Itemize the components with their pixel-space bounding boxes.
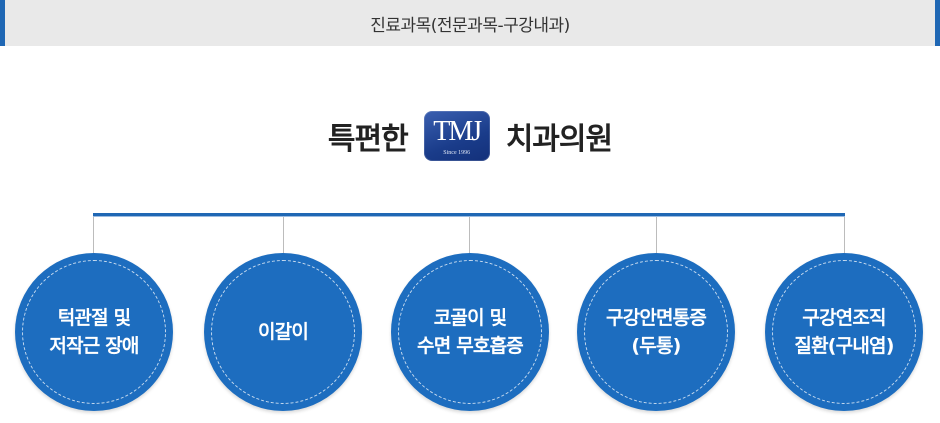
department-circle-orofacial-pain: 구강안면통증 (두통) (577, 253, 735, 411)
department-label: 코골이 및 수면 무호흡증 (417, 307, 524, 357)
connector-vertical-line (93, 217, 94, 255)
tmj-logo-icon: TMJ Since 1996 (423, 111, 490, 161)
connector-vertical-line (469, 217, 470, 255)
department-circle-snoring-apnea: 코골이 및 수면 무호흡증 (391, 253, 549, 411)
connector-vertical-line (656, 217, 657, 255)
department-circle-tmj-disorder: 턱관절 및 저작근 장애 (15, 253, 173, 411)
section-title: 진료과목(전문과목-구강내과) (370, 15, 570, 36)
department-circle-oral-mucosa: 구강연조직 질환(구내염) (765, 253, 923, 411)
connector-horizontal-line (93, 213, 845, 216)
connector-vertical-line (844, 217, 845, 255)
department-label: 턱관절 및 저작근 장애 (49, 307, 139, 357)
logo-since: Since 1996 (443, 150, 471, 156)
clinic-suffix: 치과의원 (505, 122, 613, 157)
department-label: 이갈이 (257, 321, 309, 343)
clinic-title: 특편한 TMJ Since 1996 치과의원 (0, 110, 940, 162)
connector-vertical-line (283, 217, 284, 255)
section-header: 진료과목(전문과목-구강내과) (0, 0, 940, 46)
department-circle-bruxism: 이갈이 (204, 253, 362, 411)
department-label: 구강안면통증 (두통) (605, 307, 707, 357)
clinic-prefix: 특편한 (327, 122, 409, 157)
department-label: 구강연조직 질환(구내염) (794, 307, 894, 357)
connector-horizontal-shadow (93, 216, 845, 217)
logo-mark: TMJ (433, 116, 482, 147)
